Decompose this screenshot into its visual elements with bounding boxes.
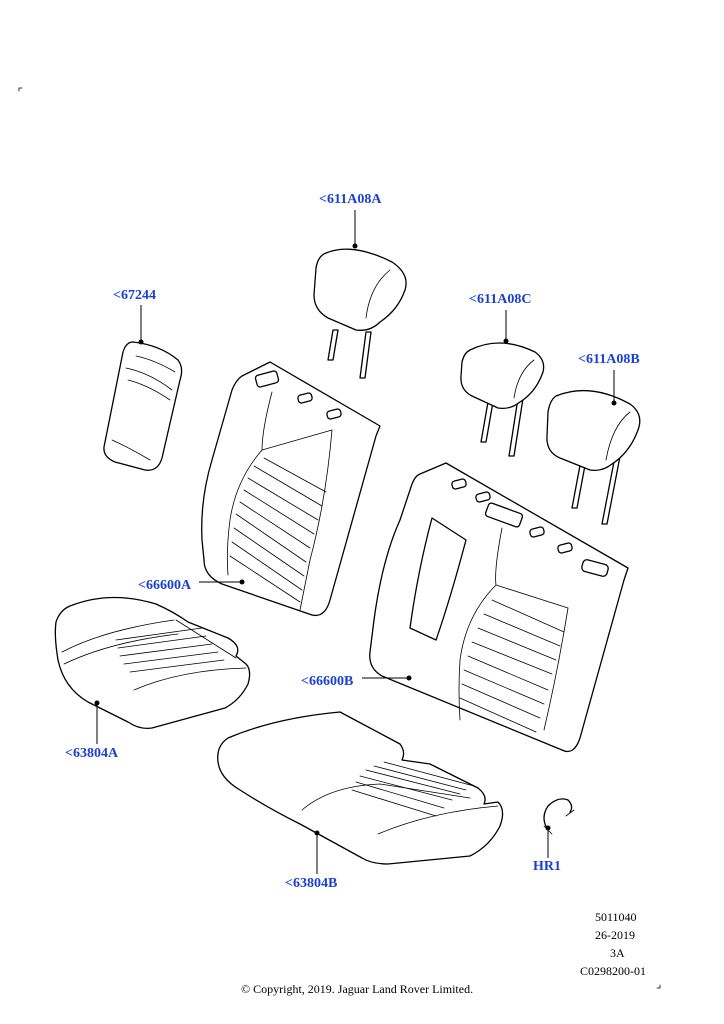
armrest[interactable] bbox=[103, 341, 183, 471]
headrest-left[interactable] bbox=[460, 342, 545, 457]
callout-armrest[interactable]: <67244 bbox=[113, 288, 156, 303]
callout-headrest-center[interactable]: <611A08A bbox=[319, 192, 382, 207]
reference-date: 26-2019 bbox=[595, 928, 635, 942]
callout-cushion-small[interactable]: <63804A bbox=[65, 746, 119, 761]
headrest-right[interactable] bbox=[546, 390, 641, 525]
callout-headrest-left[interactable]: <611A08C bbox=[469, 292, 532, 307]
cushion-large[interactable] bbox=[217, 711, 504, 865]
reference-number: 5011040 bbox=[595, 910, 637, 924]
callout-backrest-large[interactable]: <66600B bbox=[301, 674, 354, 689]
headrest-center[interactable] bbox=[313, 248, 407, 379]
leader-lines bbox=[94, 210, 617, 874]
callout-backrest-small[interactable]: <66600A bbox=[138, 578, 192, 593]
backrest-small[interactable] bbox=[201, 361, 381, 617]
corner-mark-top-left bbox=[18, 87, 23, 92]
callout-cushion-large[interactable]: <63804B bbox=[285, 876, 338, 891]
callout-headrest-right[interactable]: <611A08B bbox=[578, 352, 640, 367]
reference-code: C0298200-01 bbox=[580, 964, 646, 978]
reference-revision: 3A bbox=[610, 946, 625, 960]
copyright-notice: © Copyright, 2019. Jaguar Land Rover Lim… bbox=[241, 982, 474, 996]
corner-mark-bottom-right bbox=[656, 984, 661, 989]
callout-hog-ring[interactable]: HR1 bbox=[533, 859, 561, 874]
backrest-large[interactable] bbox=[369, 462, 629, 753]
cushion-small[interactable] bbox=[54, 596, 251, 730]
